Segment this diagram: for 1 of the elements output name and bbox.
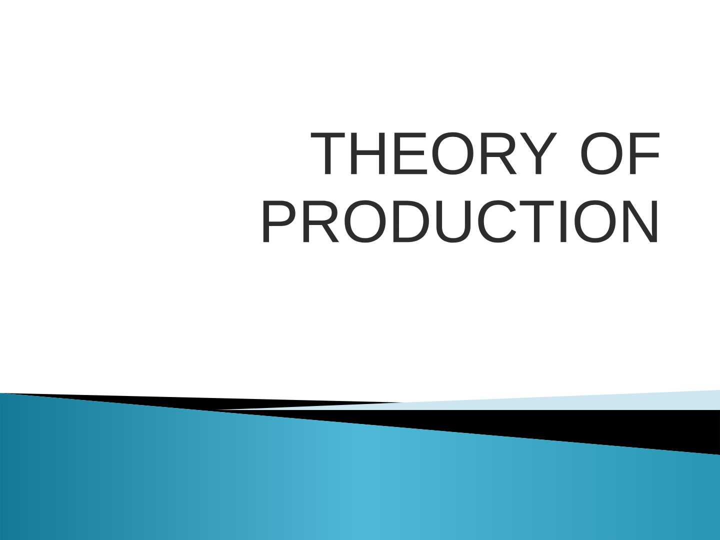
slide-title: THEORY OF PRODUCTION bbox=[263, 132, 660, 243]
